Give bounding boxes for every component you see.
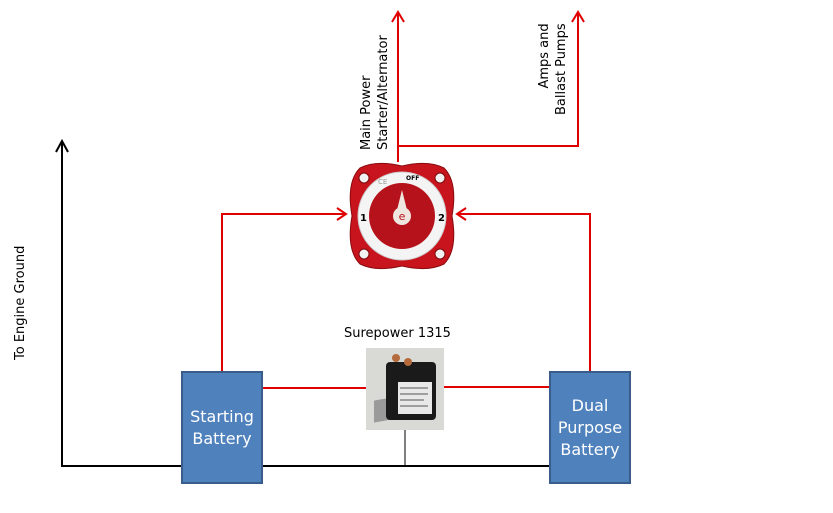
- mount-hole: [434, 172, 446, 184]
- accessory-wire: [398, 14, 579, 147]
- ground-wire: [61, 142, 590, 467]
- battery-label-line: Starting: [190, 406, 254, 426]
- main-power-arrowhead: [391, 10, 405, 23]
- switch-input-2-arrowhead: [455, 207, 467, 221]
- switch-ce-mark: CE: [378, 178, 387, 186]
- mount-hole: [358, 248, 370, 260]
- starter-alternator-line: Starter/Alternator: [376, 35, 391, 150]
- ground-arrowhead: [55, 138, 69, 153]
- battery-label-line: Purpose: [557, 417, 623, 437]
- switch-off-label: OFF: [406, 175, 419, 182]
- battery-label-line: Battery: [192, 428, 252, 448]
- engine-ground-label: To Engine Ground: [12, 246, 29, 360]
- dual-battery-to-switch-wire: [443, 213, 591, 388]
- main-power-label: Main Power Starter/Alternator: [358, 35, 392, 150]
- surepower-label: Surepower 1315: [344, 326, 451, 341]
- accessory-arrowhead: [571, 10, 585, 23]
- ballast-pumps-line: Ballast Pumps: [554, 23, 569, 115]
- switch-position-2: 2: [438, 213, 445, 224]
- switch-input-1-arrowhead: [336, 207, 348, 221]
- relay-label: [398, 382, 432, 414]
- surepower-relay-photo: [366, 348, 444, 430]
- dual-purpose-battery: Dual Purpose Battery: [549, 371, 631, 484]
- mount-hole: [358, 172, 370, 184]
- switch-knob-center: [393, 207, 411, 225]
- switch-position-1: 1: [360, 213, 367, 224]
- battery-label-line: Battery: [560, 439, 620, 459]
- starting-battery-to-switch-wire: [221, 213, 366, 389]
- switch-knob-pointer: [397, 190, 407, 210]
- main-power-line: Main Power: [359, 75, 374, 150]
- switch-logo: e: [399, 210, 406, 223]
- engine-ground-text: To Engine Ground: [13, 245, 28, 360]
- battery-label-line: Dual: [571, 395, 609, 415]
- amps-line: Amps and: [537, 23, 552, 89]
- relay-terminal: [404, 358, 412, 366]
- mount-hole: [434, 248, 446, 260]
- relay-terminal: [392, 354, 400, 362]
- battery-switch[interactable]: e 1 2 OFF CE: [346, 160, 458, 272]
- accessory-label: Amps and Ballast Pumps: [536, 23, 570, 115]
- starting-battery: Starting Battery: [181, 371, 263, 484]
